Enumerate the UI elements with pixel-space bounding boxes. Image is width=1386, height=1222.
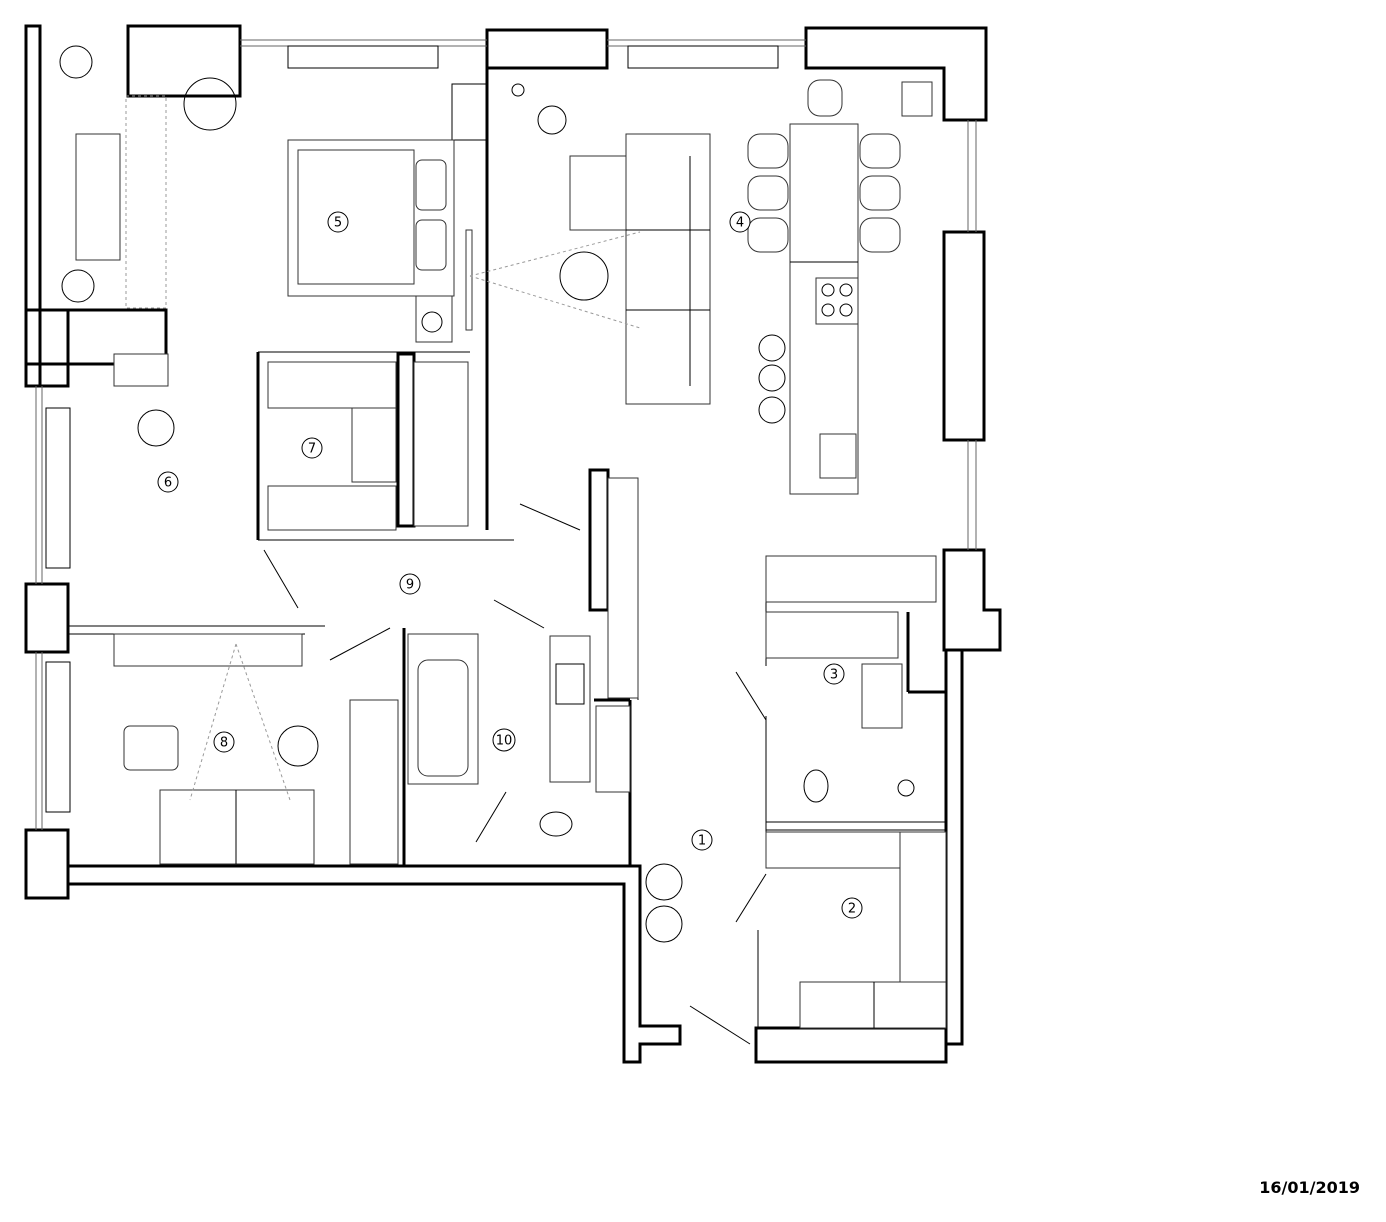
svg-text:6: 6 <box>164 476 172 491</box>
room-label-6: 6 <box>157 471 179 493</box>
wardrobe-furniture <box>267 361 469 531</box>
svg-text:9: 9 <box>406 578 414 593</box>
room-label-7: 7 <box>301 437 323 459</box>
date-label: 16/01/2019 <box>1259 1178 1360 1197</box>
room-label-3: 3 <box>823 663 845 685</box>
storage-furniture <box>765 831 947 1029</box>
door-swings <box>263 503 767 1045</box>
living-kitchen-furniture <box>469 79 933 495</box>
svg-text:2: 2 <box>848 902 856 917</box>
room-label-5: 5 <box>327 211 349 233</box>
svg-text:3: 3 <box>830 668 838 683</box>
svg-text:10: 10 <box>496 734 513 749</box>
office-furniture <box>113 633 319 865</box>
entrance-furniture <box>645 863 683 943</box>
room6-furniture <box>113 353 175 447</box>
room-label-2: 2 <box>841 897 863 919</box>
exterior-walls <box>24 24 1002 1064</box>
svg-text:4: 4 <box>736 216 744 231</box>
svg-text:1: 1 <box>698 834 706 849</box>
room-label-1: 1 <box>691 829 713 851</box>
bedroom-furniture <box>287 139 473 343</box>
room-label-10: 10 <box>492 728 516 752</box>
room-labels: 1 2 3 4 5 6 7 8 <box>157 211 863 919</box>
room-label-8: 8 <box>213 731 235 753</box>
windows <box>35 39 977 830</box>
balcony-furniture <box>59 45 237 309</box>
svg-text:5: 5 <box>334 216 342 231</box>
bathroom-furniture <box>349 477 639 865</box>
room-label-9: 9 <box>399 573 421 595</box>
svg-text:7: 7 <box>308 442 316 457</box>
wc-furniture <box>765 555 937 803</box>
svg-text:8: 8 <box>220 736 228 751</box>
room-label-4: 4 <box>729 211 751 233</box>
